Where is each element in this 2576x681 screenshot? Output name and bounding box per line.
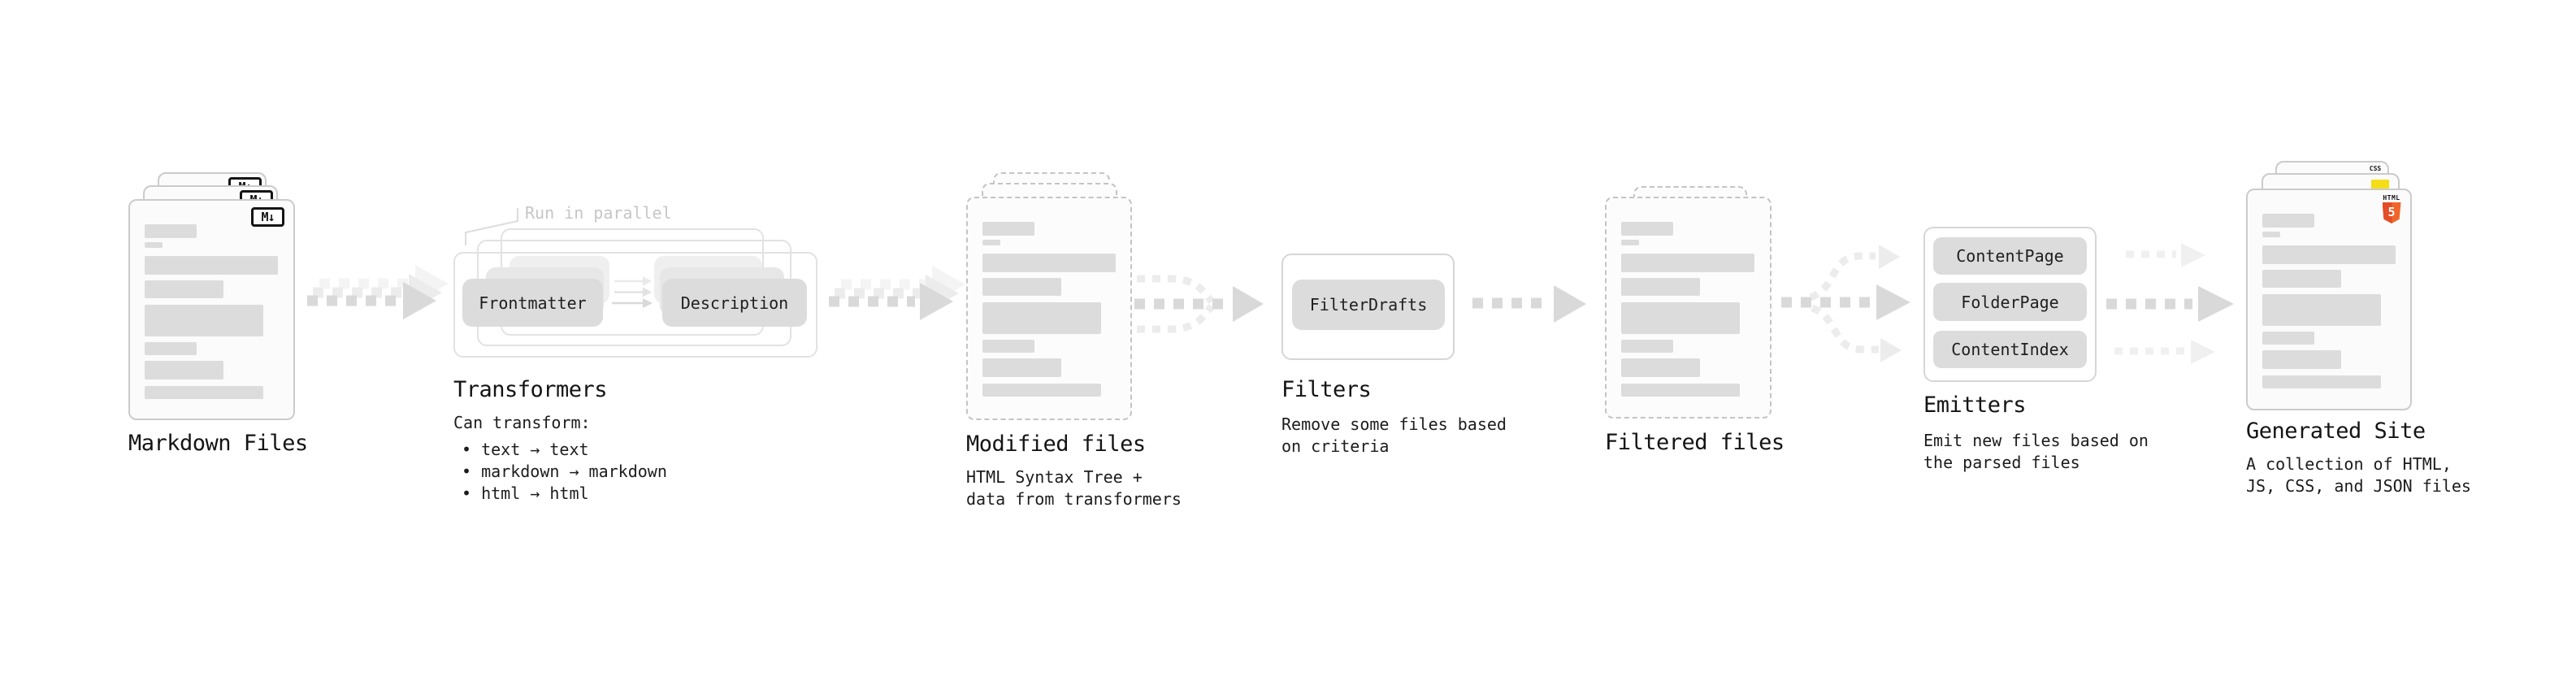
placeholder-line (145, 256, 278, 275)
placeholder-line (2262, 232, 2280, 237)
transformers-label: Transformers (453, 377, 608, 402)
emitters-label: Emitters (1923, 393, 2027, 418)
generated-site-label: Generated Site (2246, 419, 2426, 444)
arrow-filtered-to-emitters-fanout (1781, 245, 1910, 362)
transformers-bullet-list: • text → text • markdown → markdown • ht… (453, 439, 667, 505)
placeholder-line (982, 340, 1034, 353)
placeholder-line (982, 222, 1034, 236)
filter-box-filterdrafts: FilterDrafts (1292, 280, 1445, 330)
placeholder-line (1621, 358, 1700, 377)
placeholder-line (1621, 340, 1673, 353)
placeholder-line (1621, 222, 1673, 236)
placeholder-line (2262, 270, 2341, 288)
placeholder-line (2262, 245, 2396, 264)
arrow-filters-to-filtered (1472, 285, 1586, 323)
placeholder-line (145, 242, 163, 248)
emitter-box-contentindex: ContentIndex (1933, 331, 2087, 368)
modified-files-label: Modified files (966, 432, 1146, 457)
markdown-file-card-front: M↓ (128, 199, 295, 420)
transformer-box-description: Description (662, 279, 807, 327)
html5-shield: 5 (2382, 202, 2401, 223)
placeholder-line (2262, 214, 2314, 228)
filters-label: Filters (1281, 377, 1372, 402)
placeholder-line (982, 278, 1061, 296)
emitter-box-contentpage: ContentPage (1933, 237, 2087, 275)
filtered-file-card-front (1605, 197, 1772, 419)
placeholder-line (982, 302, 1101, 334)
placeholder-line (2262, 375, 2381, 388)
placeholder-line (982, 254, 1116, 272)
transformers-caption-title: Can transform: (453, 413, 591, 432)
transformers-bullet: • markdown → markdown (462, 462, 667, 481)
generated-site-caption: A collection of HTML, JS, CSS, and JSON … (2246, 454, 2471, 496)
placeholder-line (1621, 254, 1754, 272)
placeholder-line (145, 386, 263, 399)
placeholder-line (145, 280, 223, 298)
filters-caption: Remove some files based on criteria (1281, 414, 1507, 456)
placeholder-line (1621, 278, 1700, 296)
placeholder-line (1621, 384, 1740, 397)
html5-number: 5 (2387, 205, 2396, 219)
placeholder-line (982, 358, 1061, 377)
markdown-files-label: Markdown Files (128, 431, 308, 456)
placeholder-line (2262, 350, 2341, 369)
generated-html-file-card: HTML 5 (2246, 189, 2412, 410)
run-in-parallel-annotation: Run in parallel (525, 203, 672, 223)
placeholder-line (982, 240, 1000, 245)
emitter-box-folderpage: FolderPage (1933, 283, 2087, 321)
placeholder-line (145, 342, 197, 355)
arrow-markdown-to-transformers (307, 265, 449, 319)
transformers-bullet: • html → html (462, 484, 589, 503)
arrow-emitters-to-generated (2106, 243, 2234, 364)
placeholder-line (2262, 294, 2381, 326)
transformers-bullet: • text → text (462, 440, 589, 459)
emitters-caption: Emit new files based on the parsed files (1923, 431, 2149, 472)
placeholder-line (145, 224, 197, 238)
emitters-outline (1923, 227, 2097, 382)
placeholder-line (1621, 240, 1639, 245)
transformer-box-frontmatter: Frontmatter (462, 279, 603, 327)
filtered-files-label: Filtered files (1605, 430, 1785, 455)
html5-badge-text: HTML (2383, 194, 2400, 202)
transformers-outline-front (453, 252, 817, 358)
arrow-modified-to-filters-merge (1134, 275, 1264, 333)
css-badge-text: CSS (2369, 165, 2382, 172)
arrow-transformers-to-modified (829, 266, 965, 320)
modified-file-card-front (966, 197, 1132, 420)
filters-outline (1281, 254, 1455, 360)
placeholder-line (982, 384, 1101, 397)
html5-logo-icon: HTML 5 (2382, 194, 2401, 223)
javascript-file-icon (2371, 180, 2389, 189)
placeholder-line (1621, 302, 1740, 334)
modified-files-caption: HTML Syntax Tree + data from transformer… (966, 467, 1182, 509)
markdown-icon: M↓ (251, 207, 284, 227)
placeholder-line (145, 361, 223, 380)
placeholder-line (2262, 332, 2314, 345)
placeholder-line (145, 305, 263, 336)
